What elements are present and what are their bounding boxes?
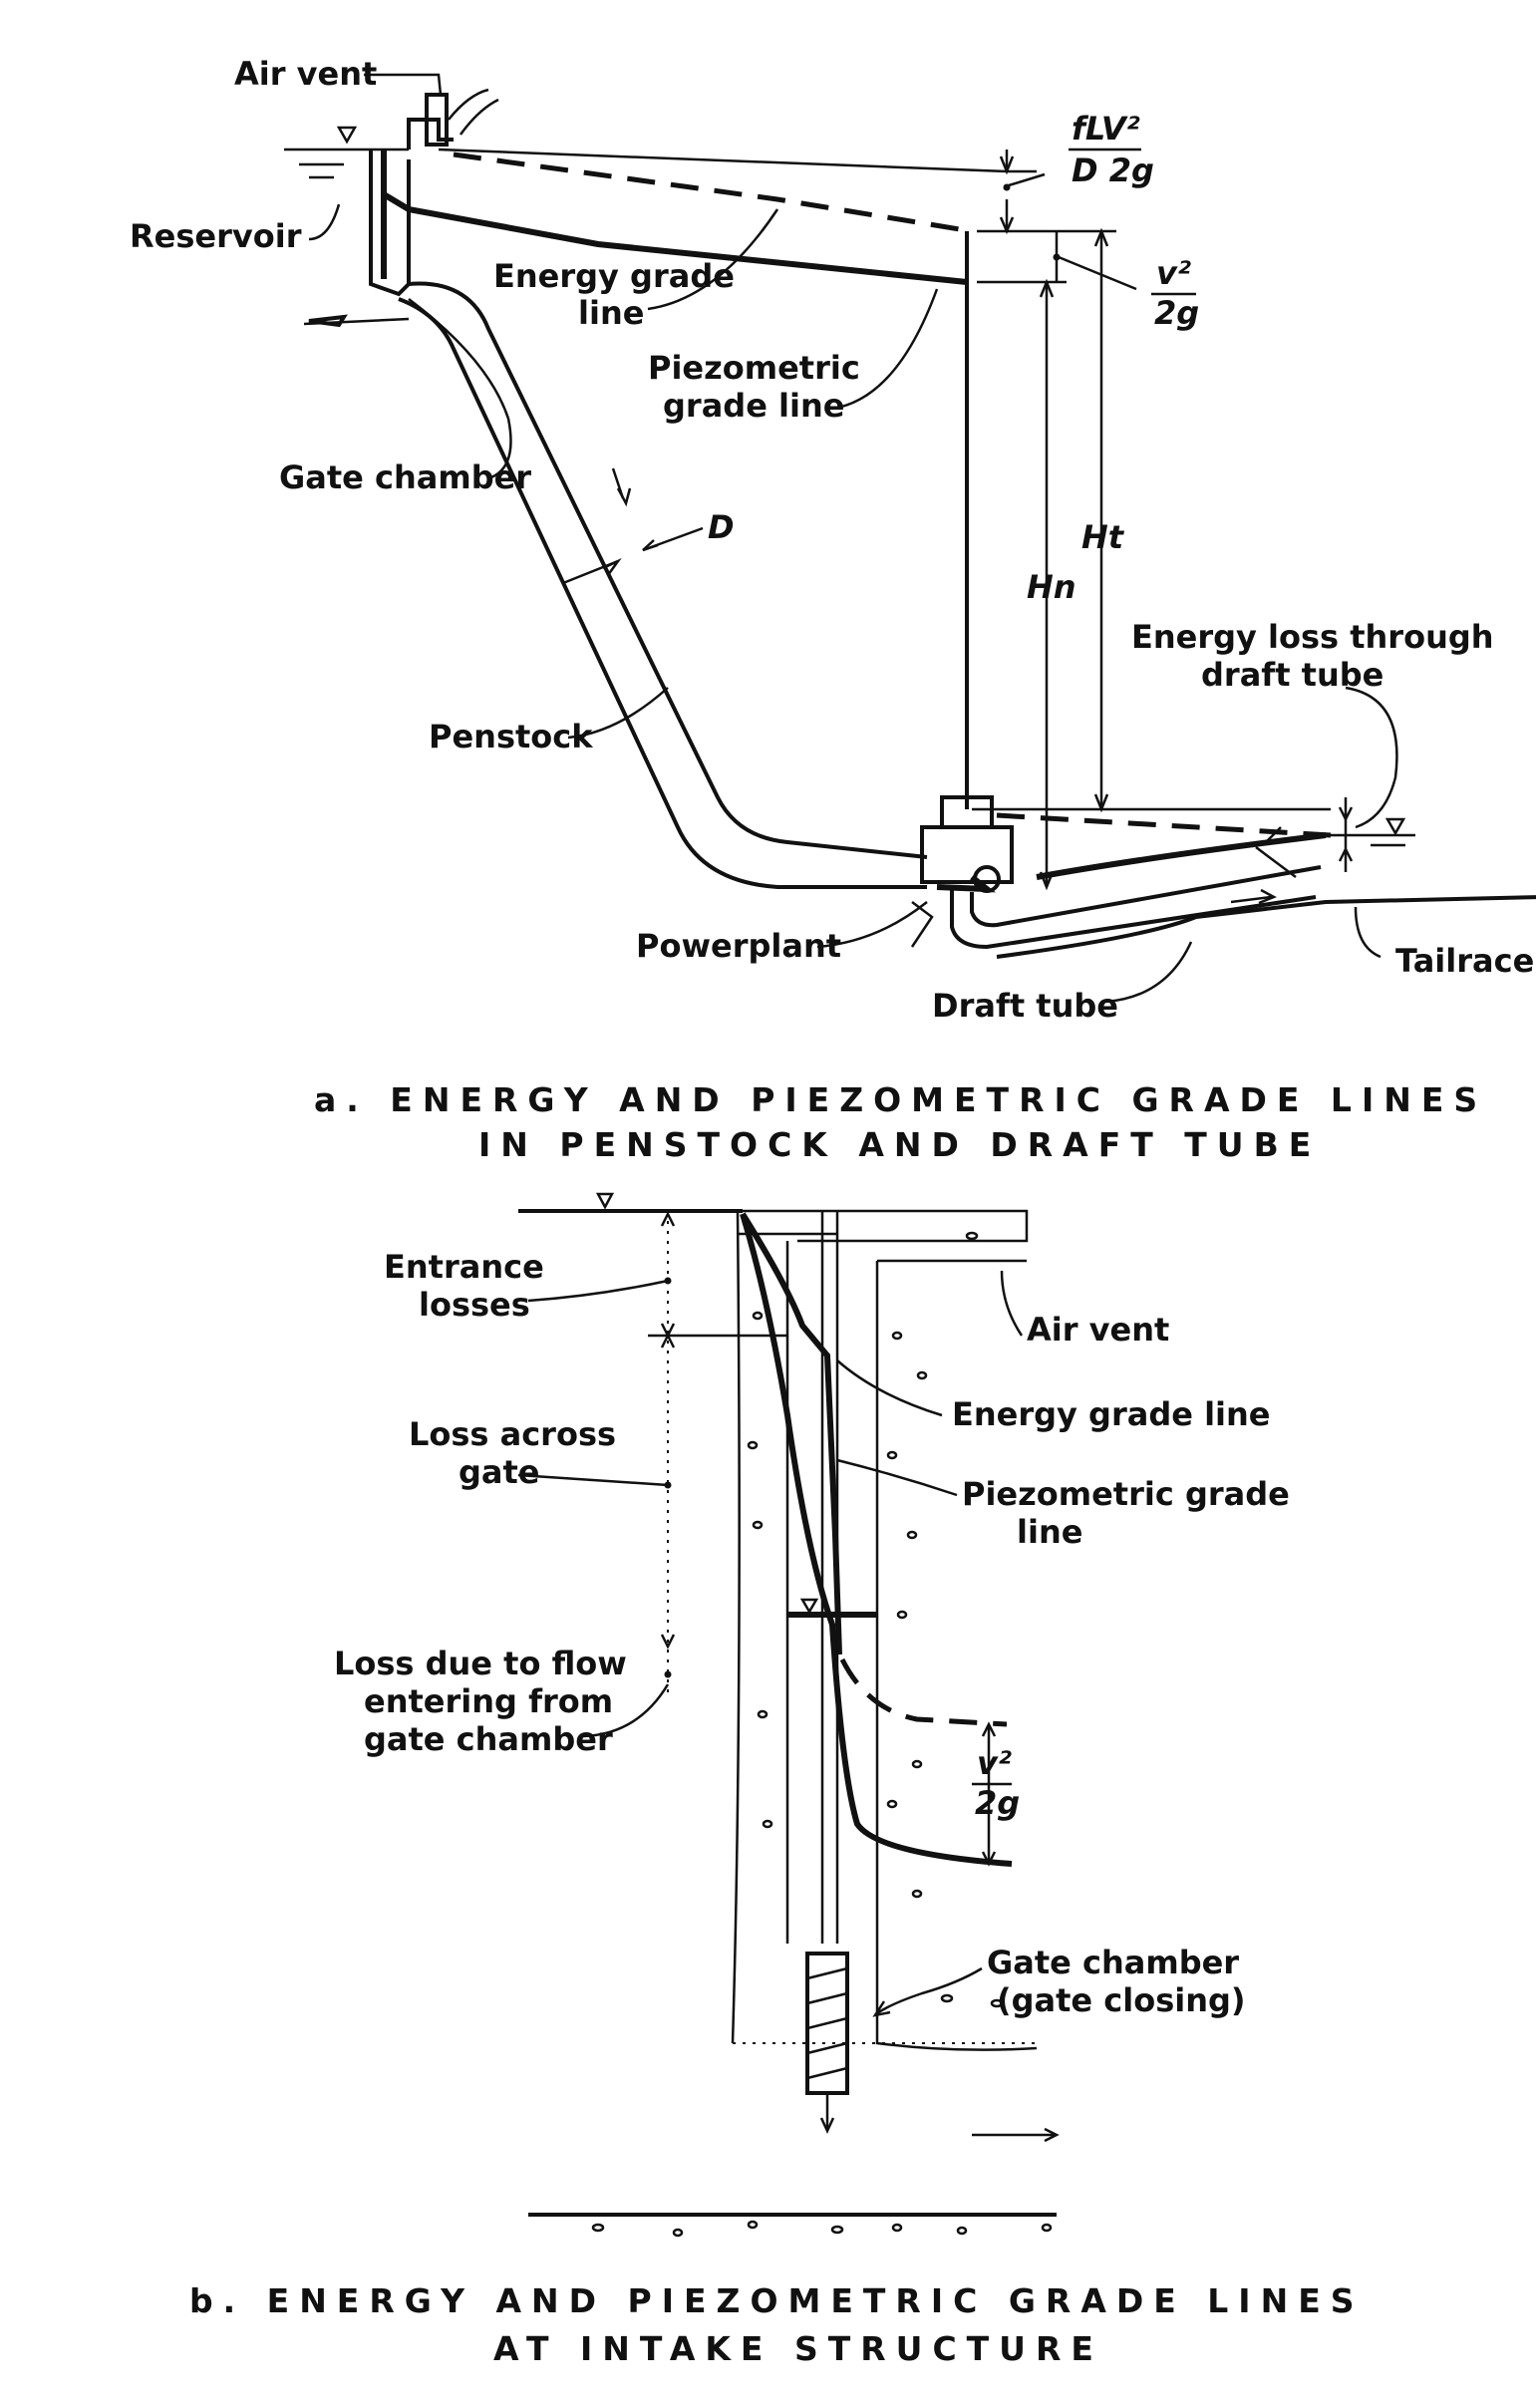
label-gate-chamber-a: Gate chamber <box>279 458 531 496</box>
label-velocity-num-a: v² <box>1156 254 1191 292</box>
label-tailrace: Tailrace <box>1395 942 1534 980</box>
water-level-symbol <box>336 126 358 145</box>
leader-hgl-a <box>831 288 939 411</box>
tailwater-level <box>1326 817 1415 847</box>
label-loss-entering-1: Loss due to flow <box>334 1645 627 1682</box>
label-air-vent-b: Air vent <box>1027 1311 1169 1349</box>
label-loss-gate-1: Loss across <box>409 1415 616 1453</box>
headwater-symbol <box>595 1192 615 1210</box>
ground-pebbles <box>591 2220 1053 2238</box>
energy-grade-line-b <box>740 1212 842 1656</box>
label-hgl-b-2: line <box>1017 1513 1082 1551</box>
leader-loss-entering <box>582 1683 670 1738</box>
label-reservoir: Reservoir <box>130 217 302 255</box>
piezometric-grade-line-b <box>740 1213 1013 1867</box>
energy-grade-line-a <box>453 151 973 234</box>
leader-powerplant <box>816 901 928 949</box>
right-wall-outer <box>875 1261 1038 2051</box>
diameter-marker <box>562 526 704 585</box>
label-energy-grade-line-a-2: line <box>578 294 644 332</box>
leader-gate-chamber-a <box>408 298 512 480</box>
label-draft-loss-2: draft tube <box>1201 656 1383 694</box>
flow-arrow <box>972 2127 1060 2143</box>
leader-egl-a <box>647 208 779 311</box>
reservoir-water-surface <box>284 126 409 179</box>
label-velocity-num-b: v² <box>977 1744 1012 1782</box>
label-penstock: Penstock <box>429 718 593 755</box>
left-dimension-line <box>648 1211 787 1694</box>
caption-a-1: a. ENERGY AND PIEZOMETRIC GRADE LINES <box>314 1080 1487 1119</box>
gate <box>805 1952 849 2134</box>
reservoir-level-line <box>438 148 1008 173</box>
draft-tube <box>950 865 1322 950</box>
label-total-head: Ht <box>1081 518 1125 556</box>
label-energy-grade-line-a-1: Energy grade <box>493 257 735 295</box>
diagram-b: Entrance losses Air vent Energy grade li… <box>189 1192 1365 2368</box>
label-loss-entering-2: entering from <box>364 1682 613 1720</box>
label-air-vent: Air vent <box>234 55 377 93</box>
leader-draft-tube <box>1105 941 1193 1004</box>
leader-gate-chamber-b <box>876 1966 983 2015</box>
caption-b-2: AT INTAKE STRUCTURE <box>493 2329 1103 2368</box>
leader-egl-b <box>836 1359 943 1417</box>
leader-hgl-b <box>836 1458 958 1497</box>
label-velocity-den-a: 2g <box>1154 294 1199 332</box>
label-hgl-b-1: Piezometric grade <box>962 1475 1290 1513</box>
label-entrance-losses-2: losses <box>419 1286 530 1324</box>
label-velocity-den-b: 2g <box>975 1784 1020 1822</box>
label-entrance-losses-1: Entrance <box>384 1248 544 1286</box>
powerplant-block <box>910 795 1014 948</box>
leader-draft-loss <box>1345 686 1398 829</box>
leader-reservoir <box>308 203 341 241</box>
leader-tailrace <box>1354 906 1382 959</box>
draft-tube-egl <box>996 812 1332 838</box>
label-loss-gate-2: gate <box>459 1453 540 1491</box>
label-friction-den: D 2g <box>1072 151 1154 189</box>
left-wall-outer <box>731 1210 741 2044</box>
head-dimensions <box>977 169 1116 891</box>
leader-air-vent-b <box>1000 1270 1024 1337</box>
caption-a-2: IN PENSTOCK AND DRAFT TUBE <box>478 1125 1321 1164</box>
label-energy-grade-line-b: Energy grade line <box>952 1395 1270 1433</box>
label-draft-tube: Draft tube <box>932 987 1118 1025</box>
label-gate-chamber-b-1: Gate chamber <box>987 1944 1239 1981</box>
label-friction-num: fLV² <box>1072 110 1140 148</box>
label-piezometric-grade-line-a-2: grade line <box>663 387 844 425</box>
tailwater-symbol <box>1384 817 1406 836</box>
leader-air-vent <box>364 73 443 96</box>
dashed-egl-b <box>839 1657 1008 1727</box>
tailrace-ground <box>996 895 1536 959</box>
piezometric-grade-line-a <box>382 191 968 285</box>
draft-tube-hgl <box>1036 832 1327 880</box>
leader-penstock <box>567 687 669 740</box>
velocity-head-marker-b <box>981 1721 997 1867</box>
draft-loss-marker <box>1338 797 1354 872</box>
intake-structure <box>369 88 499 297</box>
concrete-speckles <box>747 1231 1004 2008</box>
label-gate-chamber-b-2: (gate closing) <box>997 1981 1246 2019</box>
diagram-a: Air vent Reservoir Energy grade line Pie… <box>130 55 1536 1164</box>
label-diameter: D <box>708 508 735 546</box>
leader-loss-gate <box>517 1473 669 1487</box>
leader-entrance-losses <box>527 1279 669 1303</box>
velocity-head-marker-a <box>1053 231 1137 291</box>
label-net-head: Hn <box>1027 568 1076 606</box>
label-draft-loss-1: Energy loss through <box>1131 618 1494 656</box>
top-deck <box>743 1209 1029 1243</box>
label-powerplant: Powerplant <box>636 927 841 965</box>
caption-b-1: b. ENERGY AND PIEZOMETRIC GRADE LINES <box>189 2281 1365 2320</box>
label-piezometric-grade-line-a-1: Piezometric <box>648 349 860 387</box>
friction-loss-marker <box>999 150 1046 235</box>
label-loss-entering-3: gate chamber <box>364 1720 613 1758</box>
